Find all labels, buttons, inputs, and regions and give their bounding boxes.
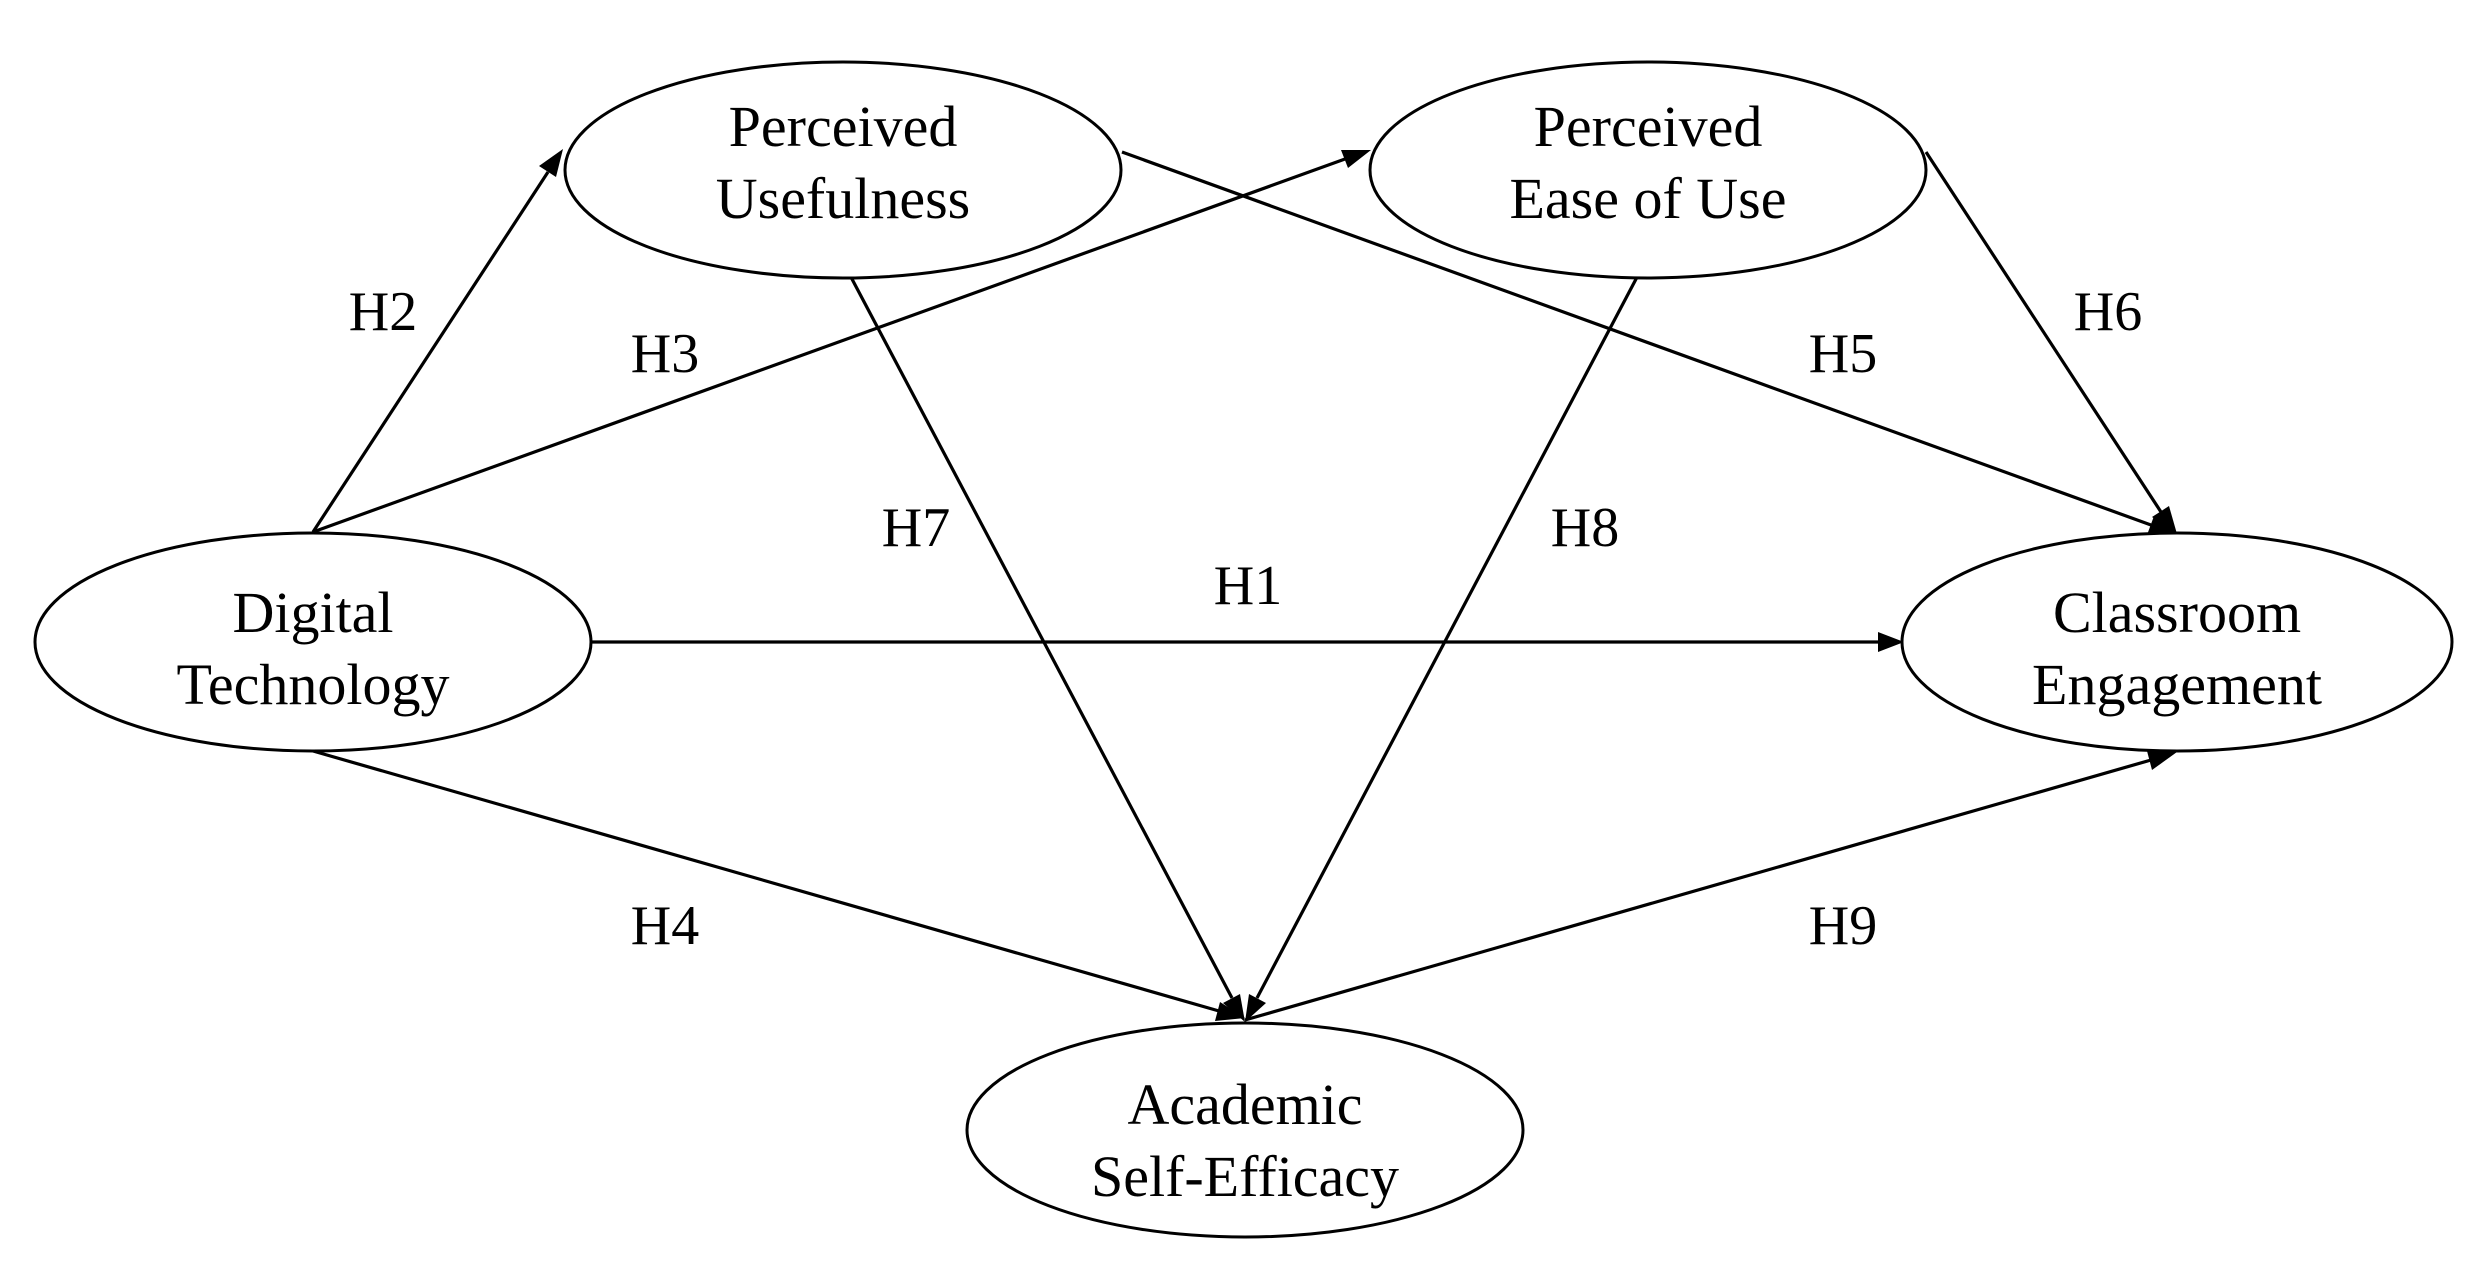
node-digital-technology-line2: Technology [177, 652, 450, 717]
edge-h5-arrowhead [2147, 516, 2177, 535]
node-classroom-engagement-line1: Classroom [2053, 580, 2301, 645]
edge-h9-line [1244, 758, 2152, 1022]
edges-layer [311, 149, 2177, 1022]
node-classroom-engagement: Classroom Engagement [1900, 531, 2454, 753]
edge-h2-arrowhead [539, 149, 563, 177]
edge-h3-line [312, 157, 1346, 534]
edge-label-h2: H2 [349, 281, 417, 343]
edge-h3-arrowhead [1341, 150, 1371, 168]
edge-label-h4: H4 [631, 895, 699, 957]
node-classroom-engagement-line2: Engagement [2032, 652, 2322, 717]
edge-h4-arrowhead [1215, 1002, 1245, 1021]
edge-h8-line [1255, 261, 1647, 999]
edge-h9-arrowhead [2147, 751, 2177, 770]
edge-label-h7: H7 [882, 497, 950, 559]
edge-h7-line [841, 261, 1234, 999]
edge-label-h5: H5 [1809, 323, 1877, 385]
node-perceived-usefulness-line2: Usefulness [716, 166, 971, 231]
node-digital-technology: Digital Technology [33, 531, 593, 753]
edge-label-h8: H8 [1551, 497, 1619, 559]
edge-h4-line [312, 749, 1220, 1013]
node-perceived-usefulness: Perceived Usefulness [563, 60, 1123, 280]
edge-h5-line [1121, 150, 2152, 527]
node-digital-technology-line1: Digital [232, 580, 393, 645]
edge-label-h1: H1 [1214, 555, 1282, 617]
node-perceived-usefulness-line1: Perceived [729, 94, 958, 159]
edge-label-h9: H9 [1809, 895, 1877, 957]
edge-h1-arrowhead [1878, 632, 1904, 652]
edge-h7-arrowhead [1223, 994, 1245, 1022]
node-academic-self-efficacy-line2: Self-Efficacy [1091, 1144, 1399, 1209]
node-perceived-ease-of-use-line2: Ease of Use [1509, 166, 1786, 231]
edge-h6-arrowhead [2152, 506, 2177, 534]
edge-h2-line [311, 171, 550, 533]
edge-h6-line [1924, 151, 2163, 513]
node-perceived-ease-of-use-line1: Perceived [1534, 94, 1763, 159]
edge-labels-layer: H1 H2 H3 H4 H5 H6 H7 H8 H9 [349, 281, 2142, 957]
node-perceived-ease-of-use: Perceived Ease of Use [1368, 60, 1928, 280]
edge-h8-arrowhead [1245, 994, 1266, 1022]
edge-label-h6: H6 [2074, 281, 2142, 343]
node-academic-self-efficacy: Academic Self-Efficacy [965, 1021, 1525, 1239]
edge-label-h3: H3 [631, 323, 699, 385]
node-academic-self-efficacy-line1: Academic [1127, 1072, 1362, 1137]
